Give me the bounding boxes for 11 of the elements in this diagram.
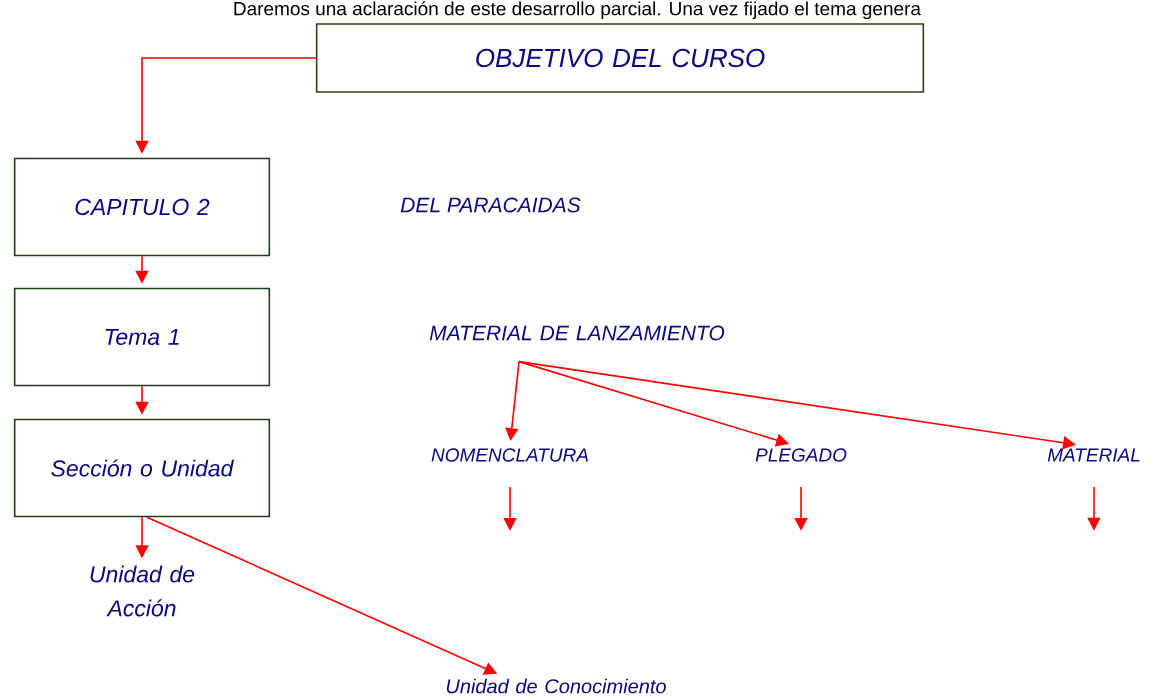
- node-label: MATERIAL: [1047, 448, 1140, 462]
- node-label: NOMENCLATURA: [431, 448, 588, 462]
- node-label: Unidad de Acción: [90, 565, 195, 617]
- process-box: Sección o Unidad: [13, 418, 271, 518]
- node-label: PLEGADO: [755, 448, 847, 462]
- process-box: CAPITULO 2: [13, 157, 271, 257]
- node-label: Unidad de Conocimiento: [446, 678, 666, 694]
- node-label: MATERIAL DE LANZAMIENTO: [429, 325, 725, 341]
- process-box: Tema 1: [13, 287, 271, 387]
- process-box: OBJETIVO DEL CURSO: [315, 23, 925, 93]
- heading-text: DEL PARACAIDAS: [400, 197, 581, 213]
